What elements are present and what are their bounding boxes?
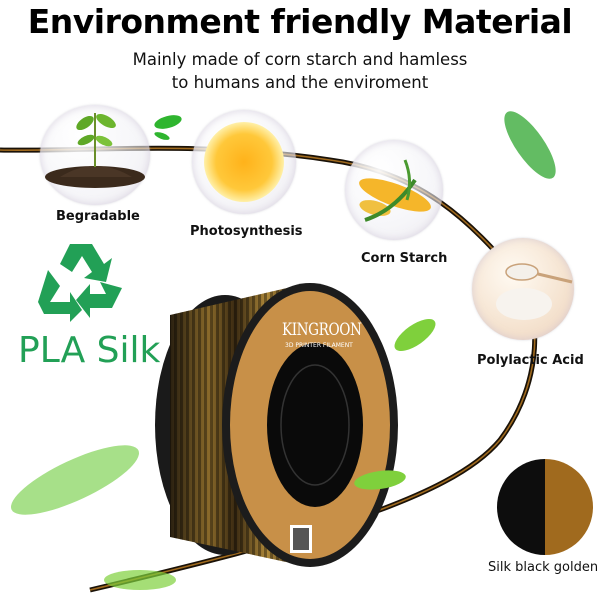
recycle-icon xyxy=(38,244,122,322)
subtitle-line-2: to humans and the enviroment xyxy=(171,73,429,92)
leaf-icon xyxy=(354,470,406,490)
leaf-icon xyxy=(104,570,176,590)
plant-in-soil-icon xyxy=(45,113,145,188)
feature-label-begradable: Begradable xyxy=(56,209,140,224)
leaf-icon xyxy=(10,445,140,515)
feature-label-corn-starch: Corn Starch xyxy=(361,251,448,266)
material-label: PLA Silk xyxy=(18,330,161,371)
subtitle: Mainly made of corn starch and hamless t… xyxy=(0,48,600,94)
spool-brand-sub: 3D PRINTER FILAMENT xyxy=(285,342,353,349)
swatch-caption: Silk black golden xyxy=(488,560,599,575)
photosynthesis-bubble xyxy=(192,110,296,214)
leaf-icon xyxy=(394,318,436,352)
color-swatch xyxy=(497,459,593,555)
feature-label-photosynthesis: Photosynthesis xyxy=(190,224,303,239)
page-title: Environment friendly Material xyxy=(27,2,573,41)
subtitle-line-1: Mainly made of corn starch and hamless xyxy=(132,50,468,69)
feature-label-polylactic-acid: Polylactic Acid xyxy=(477,353,584,368)
sun-icon xyxy=(204,122,284,202)
spool-brand: KINGROON xyxy=(281,320,362,340)
begradable-bubble xyxy=(40,105,150,205)
powder-spoon-icon xyxy=(496,263,573,320)
filament-spool-image xyxy=(155,283,398,567)
polylactic-acid-bubble xyxy=(472,238,574,340)
corn-starch-bubble xyxy=(345,140,443,240)
leaf-icon xyxy=(154,115,182,140)
leaf-icon xyxy=(504,111,556,179)
corn-icon xyxy=(359,159,431,222)
